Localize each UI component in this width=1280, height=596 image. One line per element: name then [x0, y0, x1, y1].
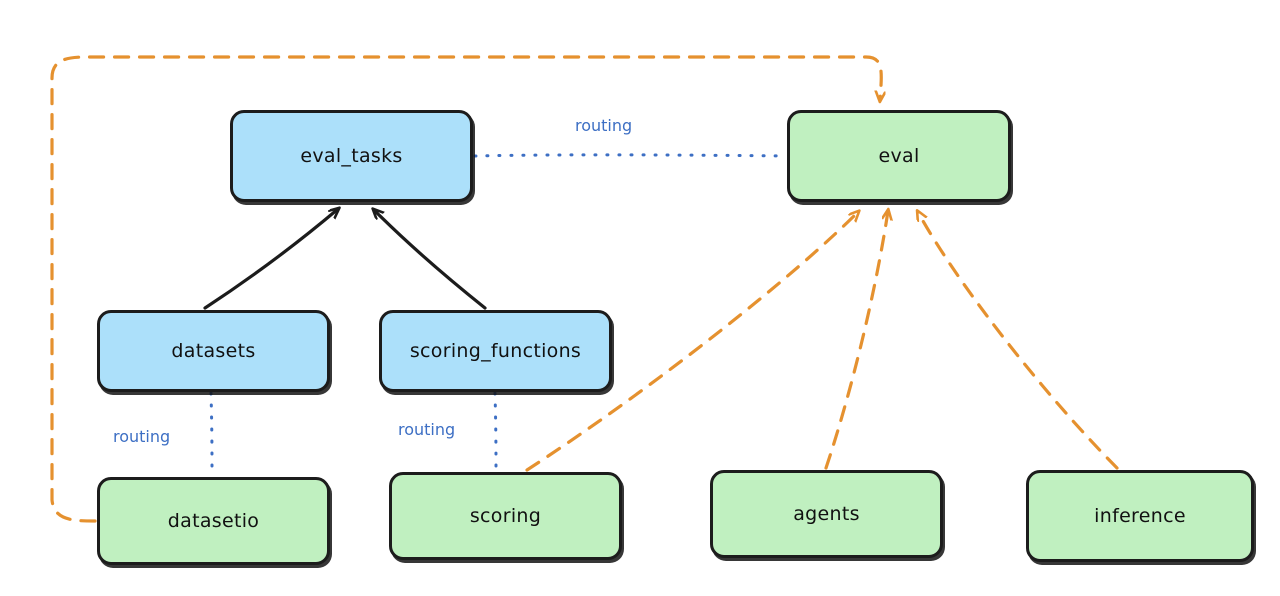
edge-datasets-to-eval-tasks [203, 209, 338, 310]
node-datasets[interactable]: datasets [97, 310, 330, 392]
edge-scoring-functions-to-eval-tasks [374, 210, 487, 310]
node-label: datasets [171, 339, 256, 362]
node-scoring[interactable]: scoring [389, 472, 622, 560]
node-label: eval_tasks [300, 144, 403, 167]
node-scoring-functions[interactable]: scoring_functions [379, 310, 612, 392]
node-agents[interactable]: agents [710, 470, 943, 558]
node-eval-tasks[interactable]: eval_tasks [230, 110, 473, 202]
node-label: inference [1094, 504, 1186, 527]
edge-label-routing-scoring-functions-scoring: routing [398, 420, 456, 439]
node-label: scoring_functions [409, 339, 582, 362]
node-inference[interactable]: inference [1026, 470, 1254, 562]
node-eval[interactable]: eval [787, 110, 1011, 202]
node-label: eval [878, 144, 920, 167]
edge-label-routing-eval-tasks-eval: routing [575, 116, 633, 135]
edge-datasets-to-datasetio [209, 391, 214, 478]
edge-agents-to-eval [824, 211, 888, 470]
node-label: scoring [469, 504, 542, 527]
edge-inference-to-eval [918, 212, 1119, 470]
node-datasetio[interactable]: datasetio [97, 477, 330, 565]
node-label: agents [793, 502, 860, 525]
node-label: datasetio [167, 509, 260, 532]
edge-scoring-functions-to-scoring [493, 391, 498, 473]
edge-eval-tasks-to-eval [473, 153, 787, 158]
edge-label-routing-datasets-datasetio: routing [113, 427, 171, 446]
